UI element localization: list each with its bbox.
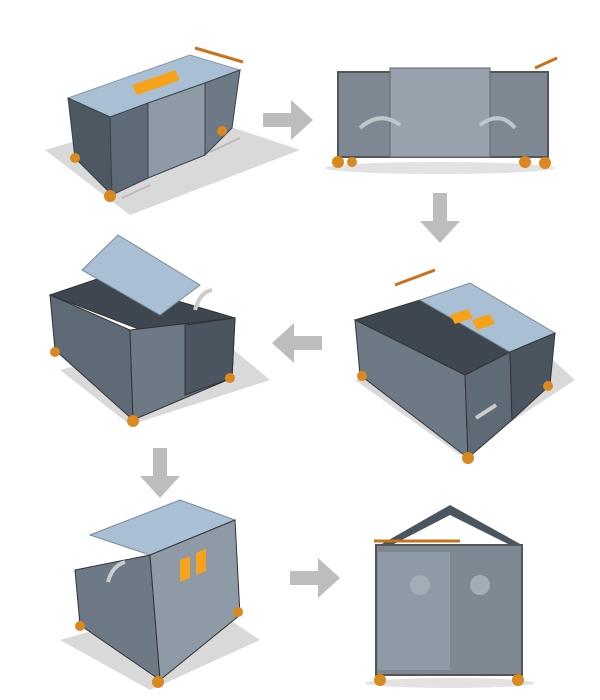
- wheel: [50, 347, 60, 357]
- window-icon: [180, 556, 190, 582]
- motion-arrow: [474, 403, 498, 420]
- shadow: [325, 162, 555, 174]
- wheel: [104, 190, 116, 202]
- rotate-arrow-icon: [193, 288, 213, 311]
- person-silhouette: [410, 575, 430, 595]
- shadow: [365, 678, 535, 688]
- wheel: [152, 676, 164, 688]
- motion-arrow: [209, 137, 241, 153]
- wheel: [539, 157, 551, 169]
- arrow-right-icon: [263, 100, 313, 140]
- motion-arrow: [121, 184, 151, 199]
- rotate-arrow-icon: [106, 560, 126, 583]
- roof-panel: [81, 234, 201, 316]
- step-1-closed-cart: [45, 46, 300, 215]
- wheel: [519, 156, 531, 168]
- step-4-extended: [353, 268, 575, 464]
- roof: [380, 505, 522, 545]
- side-panel: [109, 102, 149, 196]
- arrow-down-icon: [420, 193, 460, 243]
- step-6-house: [365, 505, 535, 688]
- window-icon: [132, 77, 160, 95]
- window-icon: [153, 70, 180, 88]
- wheel: [357, 371, 367, 381]
- step-2-side-view: [325, 56, 558, 174]
- handle: [534, 56, 558, 70]
- rotate-arrow-icon: [358, 116, 517, 130]
- arrow-left-icon: [272, 323, 322, 363]
- arrow-down-icon: [140, 448, 180, 498]
- person-silhouette: [470, 575, 490, 595]
- step-5-raised-roof: [60, 499, 260, 690]
- wheel: [70, 153, 80, 163]
- window-icon: [450, 309, 473, 324]
- step-3-roof-opening: [48, 234, 270, 427]
- wheel: [332, 156, 344, 168]
- wheel: [543, 381, 553, 391]
- wheel: [75, 621, 85, 631]
- wheel: [347, 157, 357, 167]
- wheel: [233, 607, 243, 617]
- handle: [194, 46, 244, 64]
- window-icon: [472, 314, 495, 330]
- wheel: [512, 674, 524, 686]
- side-panel: [204, 69, 241, 157]
- arrow-right-icon: [290, 558, 340, 598]
- center-panel: [389, 67, 491, 158]
- handle: [394, 268, 436, 287]
- wheel: [374, 674, 386, 686]
- wheel: [225, 373, 235, 383]
- wheel: [462, 452, 474, 464]
- panel: [378, 552, 450, 670]
- wheel: [127, 415, 139, 427]
- wheel: [217, 126, 227, 136]
- window-icon: [196, 549, 206, 575]
